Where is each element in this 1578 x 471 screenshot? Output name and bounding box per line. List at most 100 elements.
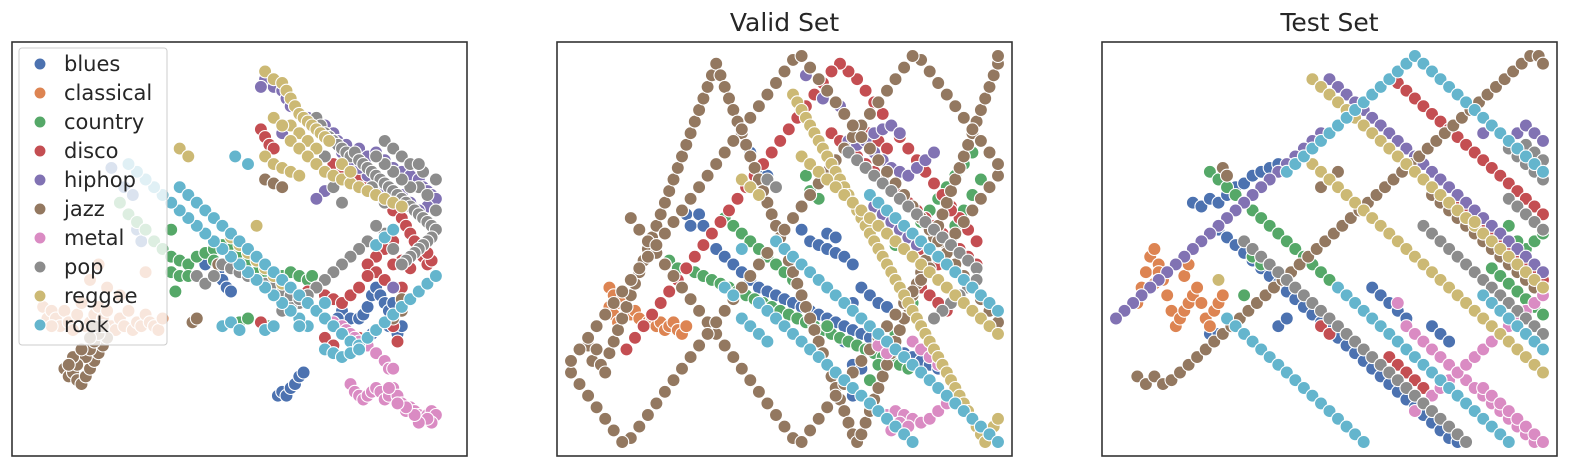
point-jazz	[572, 377, 587, 392]
point-jazz	[845, 118, 860, 133]
point-reggae	[990, 411, 1006, 426]
point-jazz	[794, 434, 809, 450]
point-jazz	[990, 48, 1006, 64]
point-jazz	[666, 268, 681, 284]
point-jazz	[986, 68, 1001, 83]
point-jazz	[581, 330, 596, 345]
point-jazz	[572, 342, 587, 357]
point-jazz	[837, 404, 852, 419]
point-metal	[386, 361, 401, 376]
legend-entry-reggae: reggae	[33, 284, 138, 308]
legend-marker-disco	[33, 144, 47, 158]
point-blues	[296, 365, 311, 380]
point-jazz	[879, 164, 895, 179]
point-hiphop	[253, 79, 268, 94]
point-country	[820, 319, 835, 334]
point-jazz	[794, 199, 809, 214]
point-rock	[1535, 342, 1551, 357]
legend-label-rock: rock	[64, 313, 110, 337]
point-jazz	[589, 342, 604, 357]
point-jazz	[820, 400, 835, 415]
legend-entries: bluesclassicalcountrydiscohiphopjazzmeta…	[33, 52, 152, 337]
point-rock	[990, 303, 1006, 318]
point-jazz	[709, 157, 724, 172]
point-jazz	[939, 87, 954, 102]
point-disco	[390, 334, 405, 349]
point-jazz	[674, 361, 690, 376]
legend-entry-hiphop: hiphop	[33, 168, 136, 192]
point-jazz	[657, 384, 672, 399]
point-blues	[223, 284, 239, 299]
legend-marker-blues	[33, 57, 47, 71]
point-jazz	[615, 434, 630, 450]
point-blues	[1442, 334, 1457, 349]
point-disco	[662, 284, 677, 299]
point-jazz	[713, 68, 728, 83]
point-country	[240, 311, 256, 326]
legend-label-blues: blues	[64, 52, 120, 76]
point-country	[798, 168, 813, 183]
point-jazz	[717, 338, 732, 353]
point-rock	[240, 157, 256, 172]
point-jazz	[683, 292, 698, 307]
point-jazz	[811, 411, 826, 426]
point-jazz	[743, 110, 758, 125]
point-jazz	[888, 72, 903, 87]
point-jazz	[888, 307, 903, 322]
point-reggae	[1535, 280, 1551, 295]
point-blues	[794, 222, 809, 237]
point-jazz	[589, 319, 604, 334]
point-reggae	[275, 118, 290, 133]
point-disco	[764, 145, 779, 160]
legend-box	[18, 47, 168, 346]
legend-entry-jazz: jazz	[33, 197, 105, 221]
point-jazz	[666, 373, 681, 388]
point-jazz	[811, 72, 826, 87]
legend-label-pop: pop	[64, 255, 104, 279]
point-jazz	[649, 396, 664, 411]
point-jazz	[871, 95, 886, 110]
legend-marker-pop	[33, 260, 47, 274]
point-pop	[369, 218, 384, 233]
point-jazz	[598, 411, 613, 426]
point-jazz	[632, 222, 647, 237]
point-disco	[721, 203, 737, 218]
point-jazz	[581, 388, 596, 403]
point-rock	[317, 295, 332, 311]
point-jazz	[931, 75, 946, 91]
legend-entry-metal: metal	[33, 226, 124, 250]
point-metal	[1535, 434, 1551, 450]
point-jazz	[956, 149, 971, 164]
point-jazz	[828, 388, 843, 403]
point-disco	[645, 307, 660, 322]
point-reggae	[751, 187, 766, 203]
legend-marker-reggae	[33, 289, 47, 303]
point-jazz	[777, 419, 792, 434]
legend-marker-classical	[33, 86, 47, 100]
point-pop	[428, 172, 443, 187]
point-jazz	[990, 157, 1006, 172]
point-pop	[394, 257, 409, 272]
point-jazz	[683, 191, 698, 206]
point-jazz	[794, 48, 809, 64]
point-jazz	[956, 110, 971, 125]
point-jazz	[939, 195, 954, 210]
point-jazz	[760, 396, 775, 411]
point-jazz	[768, 407, 784, 423]
point-rock	[726, 288, 741, 303]
point-jazz	[965, 122, 980, 137]
point-classical	[1190, 280, 1205, 295]
point-jazz	[640, 407, 655, 423]
point-disco	[627, 330, 643, 345]
point-hiphop	[1535, 133, 1551, 148]
point-jazz	[862, 141, 877, 156]
point-jazz	[709, 56, 724, 71]
point-disco	[875, 106, 890, 121]
point-rock	[386, 222, 401, 237]
point-jazz	[649, 238, 664, 253]
point-jazz	[717, 303, 732, 318]
point-disco	[653, 295, 668, 311]
point-jazz	[905, 48, 920, 64]
legend-label-hiphop: hiphop	[64, 168, 136, 192]
point-metal	[381, 380, 396, 396]
